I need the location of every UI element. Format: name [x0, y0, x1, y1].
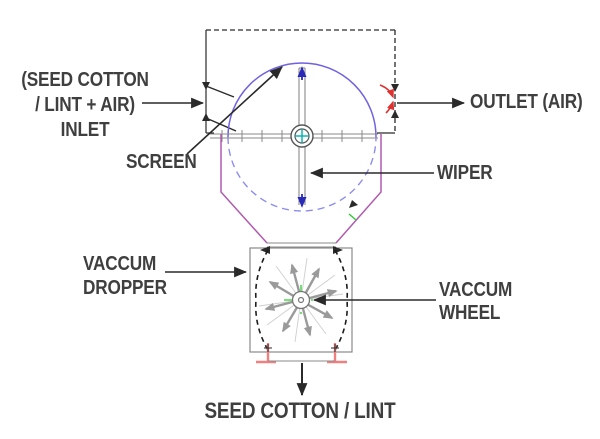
airflow-curve-lower	[385, 100, 395, 114]
vaccum-wheel-label: VACCUM WHEEL	[439, 279, 512, 325]
hopper	[220, 134, 382, 248]
hopper-left-wall	[220, 134, 268, 244]
screen-drum-upper-arc	[227, 62, 377, 138]
dropper-chamber-left-wall	[254, 249, 269, 351]
inlet-label-line3: INLET	[60, 119, 110, 141]
wheel-spoke-arrow	[290, 263, 302, 296]
neck-arrow-right	[333, 246, 343, 254]
screen-callout-arrow	[186, 66, 283, 155]
wheel-spoke-arrow	[302, 267, 321, 297]
wiper-label: WIPER	[437, 162, 493, 184]
outlet-gap-tick-top	[391, 84, 399, 92]
wheel-spoke-arrow	[304, 301, 334, 320]
screen-drum	[227, 62, 377, 212]
vaccum-wheel-label-line2: WHEEL	[439, 302, 501, 324]
shaft-ticks	[221, 130, 363, 142]
vaccum-dropper-label: VACCUM DROPPER	[83, 252, 167, 300]
hopper-slope-dimension-arrow	[349, 200, 358, 208]
discharge-cross-ticks	[264, 344, 339, 352]
wheel-spoke-arrow	[264, 299, 297, 311]
vacuum-wheel	[258, 257, 344, 343]
vaccum-dropper-label-line2: DROPPER	[83, 277, 167, 299]
screen-drum-lower-arc	[227, 136, 377, 212]
inlet-label: (SEED COTTON / LINT + AIR) INLET	[21, 68, 150, 143]
wheel-spoke-arrow	[281, 303, 301, 333]
bottom-discharge	[256, 343, 347, 397]
wheel-hub-center	[297, 296, 305, 304]
vaccum-wheel-label-line1: VACCUM	[439, 279, 513, 301]
vaccum-dropper-label-line1: VACCUM	[83, 253, 157, 275]
inlet-chute-upper-plate	[205, 85, 235, 98]
drum-hub	[290, 124, 314, 148]
neck-arrow-left	[260, 246, 270, 254]
seed-cotton-lint-label: SEED COTTON / LINT	[204, 398, 396, 423]
wheel-spoke-arrow	[300, 304, 312, 337]
hopper-right-wall	[335, 134, 382, 244]
inlet-chute-lower-plate	[205, 117, 237, 132]
hopper-slope-green-tick	[348, 213, 357, 221]
wheel-spoke-arrow	[305, 289, 338, 301]
wheel-spoke-arrow	[268, 280, 298, 300]
screen-label: SCREEN	[126, 151, 197, 173]
wheel-hub-ring	[291, 290, 311, 310]
outlet-gap-tick-bottom	[391, 110, 399, 118]
top-housing	[202, 29, 399, 134]
inlet-label-line2: / LINT + AIR)	[35, 94, 135, 116]
airflow-curve-upper	[379, 84, 394, 99]
inlet-label-line1: (SEED COTTON	[21, 69, 149, 91]
wheel-spoke-arrows	[264, 263, 338, 337]
outlet-air-label: OUTLET (AIR)	[470, 91, 583, 113]
callout-arrows	[142, 66, 466, 306]
outlet-airflow-swirl	[379, 84, 395, 114]
